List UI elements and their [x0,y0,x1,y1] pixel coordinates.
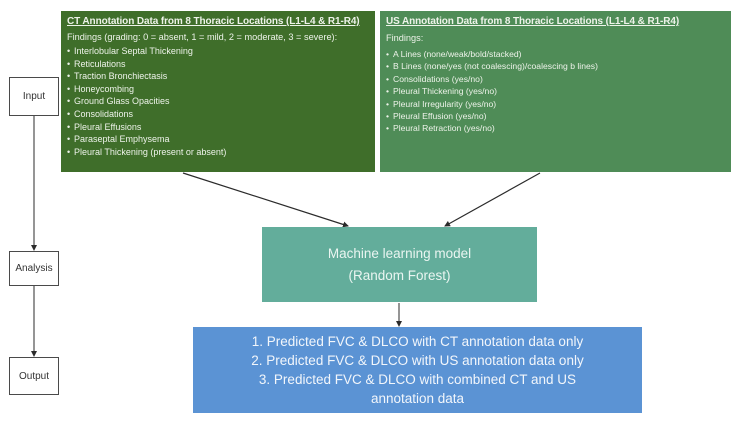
arrow-us-to-model [444,172,541,227]
bullet-icon: • [386,86,390,97]
ct-finding-item: •Traction Bronchiectasis [67,70,369,83]
bullet-icon: • [67,108,71,119]
bullet-icon: • [67,83,71,94]
us-finding-item: •Pleural Irregularity (yes/no) [386,98,725,110]
ct-finding-item: •Ground Glass Opacities [67,95,369,108]
bullet-icon: • [67,146,71,157]
ct-finding-label: Traction Bronchiectasis [74,71,168,82]
bullet-icon: • [67,134,71,145]
ml-model-box: Machine learning model (Random Forest) [262,227,537,302]
us-finding-item: •B Lines (none/yes (not coalescing)/coal… [386,60,725,72]
arrow-ct-to-model [182,172,349,228]
prediction-item: 2. Predicted FVC & DLCO with US annotati… [251,353,584,368]
ct-finding-item: •Consolidations [67,108,369,121]
us-finding-item: •Consolidations (yes/no) [386,73,725,85]
us-annotation-panel: US Annotation Data from 8 Thoracic Locat… [380,11,731,172]
bullet-icon: • [386,61,390,72]
ct-finding-label: Reticulations [74,58,126,69]
ct-panel-subtitle: Findings (grading: 0 = absent, 1 = mild,… [67,32,338,42]
ct-finding-item: •Interlobular Septal Thickening [67,45,369,58]
us-finding-item: •Pleural Retraction (yes/no) [386,122,725,134]
stage-input-label: Input [22,91,46,102]
bullet-icon: • [386,98,390,109]
us-finding-label: Pleural Irregularity (yes/no) [393,98,497,109]
ct-finding-label: Consolidations [74,108,134,119]
stage-analysis-box: Analysis [9,251,59,286]
us-finding-label: Pleural Effusion (yes/no) [393,111,487,122]
ct-finding-item: •Honeycombing [67,83,369,96]
us-finding-item: •A Lines (none/weak/bold/stacked) [386,48,725,60]
ct-annotation-panel: CT Annotation Data from 8 Thoracic Locat… [61,11,375,172]
bullet-icon: • [67,58,71,69]
stage-input-box: Input [9,77,59,116]
us-panel-subtitle: Findings: [386,33,424,43]
ct-finding-label: Paraseptal Emphysema [74,134,170,145]
ml-model-title: Machine learning model [327,245,472,261]
ct-panel-title: CT Annotation Data from 8 Thoracic Locat… [67,16,360,27]
bullet-icon: • [67,96,71,107]
us-finding-label: Consolidations (yes/no) [393,73,483,84]
bullet-icon: • [386,123,390,134]
ct-finding-label: Ground Glass Opacities [74,96,170,107]
ct-finding-item: •Pleural Effusions [67,121,369,134]
us-finding-label: A Lines (none/weak/bold/stacked) [393,49,522,59]
bullet-icon: • [386,49,390,59]
us-findings-list: •A Lines (none/weak/bold/stacked) •B Lin… [386,48,725,135]
bullet-icon: • [386,111,390,122]
us-panel-title: US Annotation Data from 8 Thoracic Locat… [386,16,680,27]
ct-finding-item: •Pleural Thickening (present or absent) [67,146,369,159]
us-finding-label: Pleural Retraction (yes/no) [393,123,495,134]
us-finding-label: Pleural Thickening (yes/no) [393,86,497,97]
ct-finding-label: Pleural Thickening (present or absent) [74,146,227,157]
ct-finding-label: Interlobular Septal Thickening [74,46,193,56]
prediction-item: 3. Predicted FVC & DLCO with combined CT… [258,372,577,406]
ct-finding-item: •Paraseptal Emphysema [67,133,369,146]
us-finding-item: •Pleural Effusion (yes/no) [386,110,725,122]
bullet-icon: • [67,121,71,132]
prediction-item: 1. Predicted FVC & DLCO with CT annotati… [251,334,584,349]
ct-finding-item: •Reticulations [67,58,369,71]
stage-analysis-label: Analysis [15,263,53,274]
prediction-output-box: 1. Predicted FVC & DLCO with CT annotati… [193,327,642,413]
bullet-icon: • [386,73,390,84]
ct-finding-label: Honeycombing [74,83,135,94]
ml-model-subtitle: (Random Forest) [348,267,451,283]
bullet-icon: • [67,46,71,56]
ct-findings-list: •Interlobular Septal Thickening •Reticul… [67,45,369,158]
stage-output-label: Output [18,370,50,382]
stage-output-box: Output [9,357,59,395]
ct-finding-label: Pleural Effusions [74,121,142,132]
us-finding-label: B Lines (none/yes (not coalescing)/coale… [393,61,598,72]
us-finding-item: •Pleural Thickening (yes/no) [386,85,725,97]
bullet-icon: • [67,71,71,82]
